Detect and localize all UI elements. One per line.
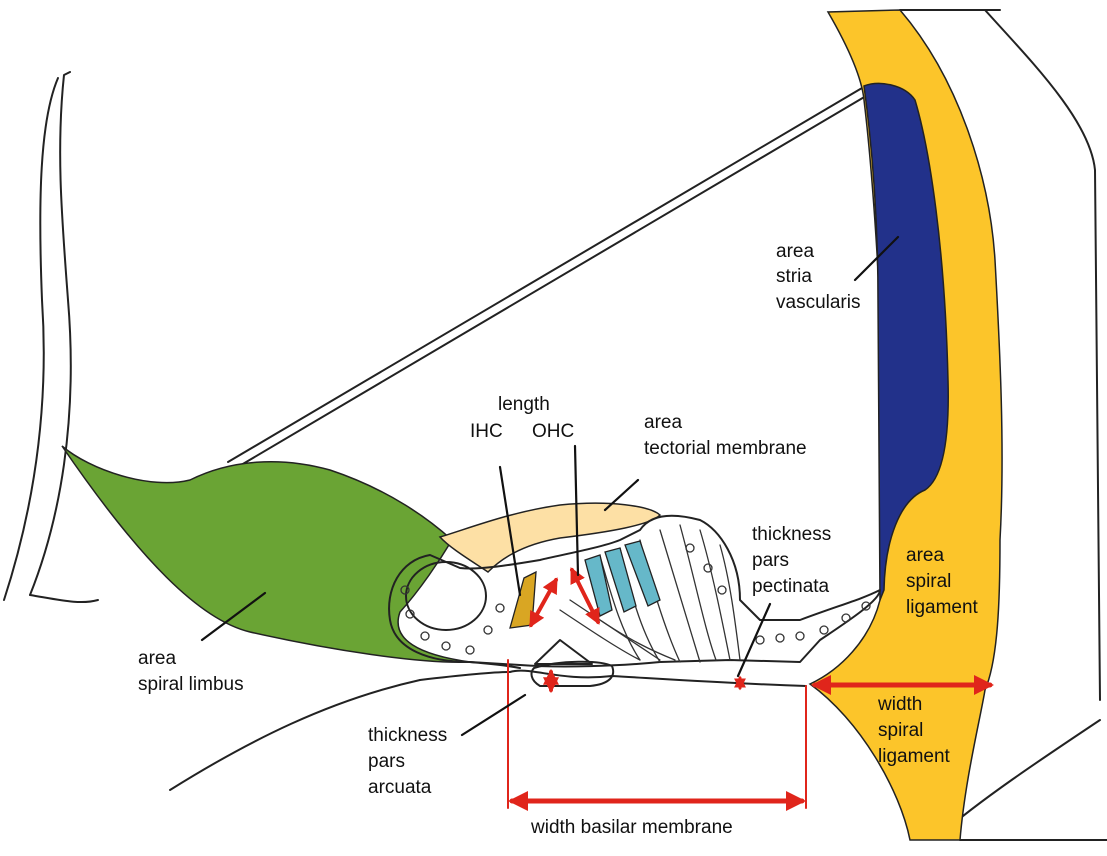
label-pectinata-line-3: pectinata	[752, 576, 830, 597]
outer-hair-cells	[585, 541, 660, 616]
label-ligament-area-line-3: ligament	[906, 597, 979, 618]
label-limbus-line-1: area	[138, 648, 176, 669]
label-stria-line-1: area	[776, 241, 814, 262]
ohc-leader	[575, 446, 578, 575]
label-length: length	[498, 394, 550, 415]
label-pectinata-line-2: pars	[752, 550, 789, 571]
label-tectorial-line-1: area	[644, 412, 682, 433]
label-stria-line-2: stria	[776, 266, 812, 287]
label-ligament-width-line-1: width	[877, 694, 922, 715]
label-basilar-width: width basilar membrane	[530, 817, 733, 838]
spiral-limbus-shape	[62, 446, 470, 662]
label-arcuata-line-2: pars	[368, 751, 405, 772]
label-ligament-area-line-2: spiral	[906, 571, 951, 592]
label-tectorial-line-2: tectorial membrane	[644, 438, 807, 459]
arcuata-leader	[462, 695, 525, 735]
label-ligament-width-line-2: spiral	[878, 720, 923, 741]
label-ohc: OHC	[532, 421, 574, 442]
label-ligament-area-line-1: area	[906, 545, 944, 566]
label-ligament-width-line-3: ligament	[878, 746, 951, 767]
label-pectinata-line-1: thickness	[752, 524, 831, 545]
label-arcuata-line-1: thickness	[368, 725, 447, 746]
label-stria-line-3: vascularis	[776, 292, 860, 313]
label-ihc: IHC	[470, 421, 503, 442]
label-arcuata-line-3: arcuata	[368, 777, 432, 798]
label-limbus-line-2: spiral limbus	[138, 674, 244, 695]
